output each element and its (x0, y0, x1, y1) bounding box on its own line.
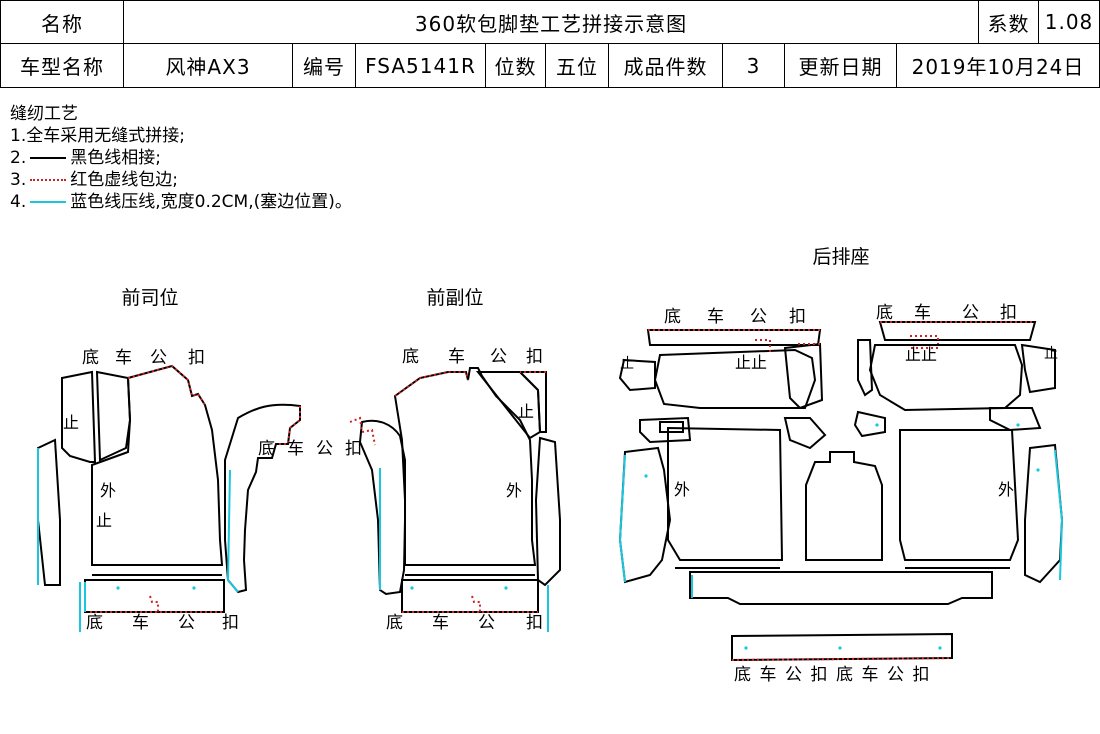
label-rear-right-top-1: 底 (876, 303, 893, 323)
label-passenger-top-1: 底 (402, 347, 419, 367)
label-rear-right-top-3: 公 (962, 303, 979, 323)
label-passenger-bottom-2: 车 (432, 613, 449, 633)
note-2-number: 2. (10, 148, 27, 168)
red-dotted-line-sample (30, 179, 67, 181)
cyan-line-sample (30, 201, 67, 203)
label-driver-top-3: 公 (150, 348, 167, 368)
note-3-text: 红色虚线包边; (70, 170, 178, 190)
label-rear-right-top-4: 扣 (1000, 303, 1017, 323)
label-passenger-top-2: 车 (448, 347, 465, 367)
coef-label: 系数 (978, 0, 1039, 44)
model-value: 风神AX3 (123, 43, 293, 88)
section-title-driver: 前司位 (121, 287, 178, 309)
label-passenger-outer: 外 (506, 481, 522, 500)
note-line-3: 3. 红色虚线包边; (10, 169, 352, 191)
notes-title: 缝纫工艺 (10, 104, 78, 124)
update-value: 2019年10月24日 (896, 43, 1100, 88)
label-rear-stop-left: 止 (620, 356, 634, 372)
label-driver-bottom-1: 底 (86, 613, 103, 633)
label-passenger-top-3: 公 (490, 347, 507, 367)
code-label: 编号 (292, 43, 356, 88)
note-4-text: 蓝色线压线,宽度0.2CM,(塞边位置)。 (70, 192, 352, 212)
label-rear-left-top-3: 公 (750, 307, 767, 327)
note-line-2: 2. 黑色线相接; (10, 147, 352, 169)
note-4-number: 4. (10, 192, 27, 212)
label-driver-side-4: 扣 (345, 439, 362, 459)
sewing-notes: 缝纫工艺 1.全车采用无缝式拼接; 2. 黑色线相接; 3. 红色虚线包边; 4. 蓝… (10, 103, 352, 213)
seat-label: 位数 (485, 43, 546, 88)
label-passenger-bottom-1: 底 (386, 613, 403, 633)
label-rear-left-top-1: 底 (664, 307, 681, 327)
label-passenger-bottom-4: 扣 (526, 613, 543, 633)
label-driver-stop: 止 (63, 413, 79, 432)
label-driver-side-3: 公 (316, 439, 333, 459)
rear-mat (618, 321, 1064, 662)
note-line-1: 1.全车采用无缝式拼接; (10, 126, 185, 146)
note-3-number: 3. (10, 170, 27, 190)
label-rear-right-top-2: 车 (914, 303, 931, 323)
label-driver-bottom-3: 公 (178, 613, 195, 633)
label-rear-stopstop-right: 止止 (905, 345, 937, 364)
passenger-mat (349, 367, 561, 632)
note-line-4: 4. 蓝色线压线,宽度0.2CM,(塞边位置)。 (10, 191, 352, 213)
label-driver-outer: 外 (100, 481, 116, 500)
label-rear-bottom: 底车公扣底车公扣 (734, 665, 938, 685)
label-driver-side-2: 车 (287, 439, 304, 459)
code-value: FSA5141R (355, 43, 486, 88)
label-rear-outer-left: 外 (674, 480, 690, 499)
driver-mat (37, 364, 301, 632)
label-rear-stop-right: 止 (1044, 346, 1058, 362)
label-rear-outer-right: 外 (998, 480, 1014, 499)
header-table: 名称 360软包脚垫工艺拼接示意图 系数 1.08 车型名称 风神AX3 编号 … (0, 0, 1100, 88)
label-driver-side-1: 底 (258, 439, 275, 459)
black-line-sample (30, 157, 67, 159)
label-driver-top-2: 车 (115, 348, 132, 368)
label-passenger-top-4: 扣 (526, 347, 543, 367)
label-rear-left-top-2: 车 (707, 307, 724, 327)
label-passenger-bottom-3: 公 (478, 613, 495, 633)
label-driver-top-1: 底 (82, 348, 99, 368)
label-rear-left-top-4: 扣 (789, 307, 806, 327)
mat-labels: 底 车 公 扣 止 外 止 底 车 公 扣 底 车 公 扣 底 车 公 扣 止 … (63, 303, 1058, 685)
label-driver-bottom-2: 车 (132, 613, 149, 633)
label-passenger-stop: 止 (518, 402, 534, 421)
coef-value: 1.08 (1038, 0, 1100, 44)
label-driver-top-4: 扣 (188, 348, 205, 368)
note-2-text: 黑色线相接; (70, 148, 161, 168)
model-label: 车型名称 (0, 43, 124, 88)
section-title-passenger: 前副位 (426, 287, 483, 309)
label-rear-stopstop-left: 止止 (735, 353, 767, 372)
name-label: 名称 (0, 0, 124, 44)
update-label: 更新日期 (784, 43, 897, 88)
label-driver-stop-2: 止 (96, 511, 112, 530)
label-driver-bottom-4: 扣 (222, 613, 239, 633)
section-title-rear: 后排座 (812, 246, 869, 268)
seat-value: 五位 (545, 43, 609, 88)
